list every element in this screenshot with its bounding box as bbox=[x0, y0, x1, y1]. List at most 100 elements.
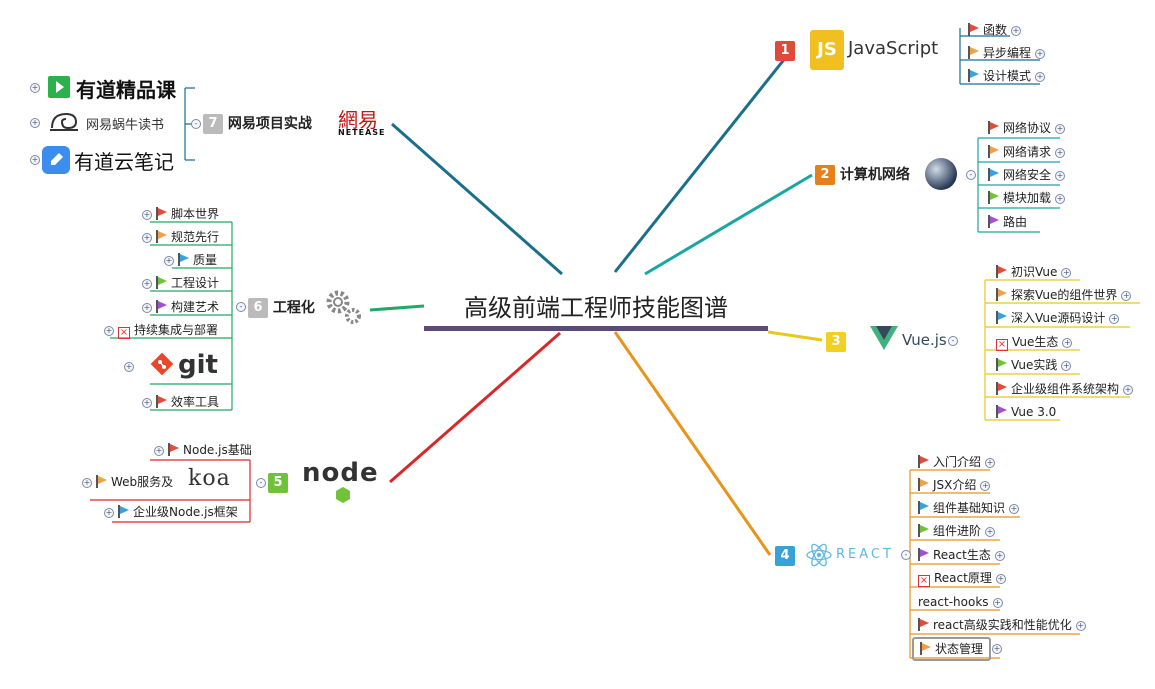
expand-icon[interactable]: + bbox=[142, 210, 152, 220]
net-item-1[interactable]: 网络请求+ bbox=[988, 142, 1069, 162]
expand-icon[interactable]: + bbox=[1055, 124, 1066, 134]
expand-icon[interactable]: + bbox=[1075, 621, 1086, 631]
expand-icon[interactable]: + bbox=[1055, 148, 1066, 158]
expand-icon[interactable]: + bbox=[154, 446, 164, 456]
node-item-2[interactable]: +企业级Node.js框架 bbox=[104, 505, 238, 519]
central-topic[interactable]: 高级前端工程师技能图谱 bbox=[424, 280, 768, 332]
expand-icon[interactable]: + bbox=[1121, 291, 1132, 301]
collapse-icon[interactable]: - bbox=[256, 478, 266, 488]
expand-icon[interactable]: + bbox=[142, 279, 152, 289]
git-logo-icon bbox=[150, 352, 174, 376]
expand-icon[interactable]: + bbox=[994, 551, 1005, 561]
react-item-0[interactable]: 入门介绍+ bbox=[918, 452, 999, 472]
branch-vue[interactable]: 3 bbox=[826, 331, 846, 352]
expand-icon[interactable]: + bbox=[985, 527, 996, 537]
expand-icon[interactable]: + bbox=[985, 458, 996, 468]
js-item-2[interactable]: 设计模式+ bbox=[968, 66, 1049, 86]
branch-js[interactable]: 1 bbox=[775, 40, 795, 61]
react-item-8[interactable]: 状态管理 bbox=[912, 637, 992, 661]
orange-flag-icon bbox=[156, 230, 168, 243]
vue-item-5[interactable]: 企业级组件系统架构+ bbox=[996, 379, 1137, 399]
blue-flag-icon bbox=[918, 501, 930, 514]
vue-item-0[interactable]: 初识Vue+ bbox=[996, 262, 1075, 282]
expand-icon[interactable]: + bbox=[1062, 338, 1073, 348]
expand-icon[interactable]: + bbox=[980, 481, 991, 491]
node-item-1[interactable]: +Web服务及 bbox=[82, 475, 174, 489]
vue-item-2[interactable]: 深入Vue源码设计+ bbox=[996, 308, 1123, 328]
net-item-3[interactable]: 模块加载+ bbox=[988, 188, 1069, 208]
react-item-1[interactable]: JSX介绍+ bbox=[918, 475, 994, 495]
branch-node[interactable]: 5 bbox=[268, 472, 288, 493]
expand-icon[interactable]: + bbox=[30, 83, 40, 93]
net-item-4[interactable]: 路由 bbox=[988, 212, 1027, 232]
collapse-icon[interactable]: - bbox=[191, 119, 201, 129]
collapse-icon[interactable]: - bbox=[948, 336, 958, 346]
expand-icon[interactable]: + bbox=[995, 574, 1006, 584]
expand-icon[interactable]: + bbox=[142, 398, 152, 408]
js-item-1[interactable]: 异步编程+ bbox=[968, 43, 1049, 63]
expand-icon[interactable]: + bbox=[992, 644, 1002, 654]
blue-flag-icon bbox=[118, 505, 130, 518]
netease-item-1: 网易蜗牛读书 bbox=[86, 118, 165, 133]
expand-icon[interactable]: + bbox=[164, 256, 174, 266]
node-item-0[interactable]: +Node.js基础 bbox=[154, 443, 252, 457]
red-flag-icon bbox=[156, 207, 168, 220]
red-flag-icon bbox=[918, 455, 930, 468]
eng-item-4[interactable]: +构建艺术 bbox=[142, 300, 220, 314]
react-item-5[interactable]: ×React原理+ bbox=[918, 571, 1006, 587]
expand-icon[interactable]: + bbox=[1035, 49, 1046, 59]
react-item-7[interactable]: react高级实践和性能优化+ bbox=[918, 615, 1090, 635]
collapse-icon[interactable]: - bbox=[236, 302, 246, 312]
vue-item-4[interactable]: Vue实践+ bbox=[996, 355, 1075, 375]
vue-item-6[interactable]: Vue 3.0 bbox=[996, 402, 1056, 422]
expand-icon[interactable]: + bbox=[1055, 194, 1066, 204]
branch-net[interactable]: 2 计算机网络 bbox=[815, 163, 910, 187]
expand-icon[interactable]: + bbox=[1009, 504, 1020, 514]
react-item-6[interactable]: react-hooks+ bbox=[918, 595, 1003, 609]
expand-icon[interactable]: + bbox=[82, 478, 92, 488]
collapse-icon[interactable]: - bbox=[901, 550, 911, 560]
expand-icon[interactable]: + bbox=[1011, 26, 1022, 36]
red-flag-icon bbox=[988, 121, 1000, 134]
eng-item-3[interactable]: +工程设计 bbox=[142, 276, 220, 290]
js-item-0[interactable]: 函数+ bbox=[968, 20, 1025, 40]
expand-icon[interactable]: + bbox=[1123, 385, 1134, 395]
branch-line-eng bbox=[369, 304, 425, 312]
eng-item-7[interactable]: +效率工具 bbox=[142, 395, 220, 409]
react-item-2[interactable]: 组件基础知识+ bbox=[918, 498, 1023, 518]
eng-item-5[interactable]: +×持续集成与部署 bbox=[104, 323, 219, 339]
netease-logo-subtext: NETEASE bbox=[338, 128, 386, 137]
eng-item-0[interactable]: +脚本世界 bbox=[142, 207, 220, 221]
branch-number: 7 bbox=[203, 114, 223, 134]
expand-icon[interactable]: + bbox=[142, 233, 152, 243]
expand-icon[interactable]: + bbox=[1109, 314, 1120, 324]
expand-icon[interactable]: + bbox=[124, 362, 134, 372]
net-item-0[interactable]: 网络协议+ bbox=[988, 118, 1069, 138]
react-item-4[interactable]: React生态+ bbox=[918, 545, 1009, 565]
gears-icon bbox=[324, 288, 364, 326]
vue-item-1[interactable]: 探索Vue的组件世界+ bbox=[996, 285, 1135, 305]
expand-icon[interactable]: + bbox=[992, 598, 1003, 608]
vue-item-3[interactable]: ×Vue生态+ bbox=[996, 335, 1073, 351]
branch-react[interactable]: 4 bbox=[775, 545, 795, 566]
eng-item-1[interactable]: +规范先行 bbox=[142, 230, 220, 244]
expand-icon[interactable]: + bbox=[1061, 361, 1072, 371]
net-item-2[interactable]: 网络安全+ bbox=[988, 165, 1069, 185]
koa-logo-text: koa bbox=[188, 466, 231, 491]
react-item-3[interactable]: 组件进阶+ bbox=[918, 521, 999, 541]
expand-icon[interactable]: + bbox=[1061, 268, 1072, 278]
expand-icon[interactable]: + bbox=[1055, 171, 1066, 181]
expand-icon[interactable]: + bbox=[30, 155, 40, 165]
eng-item-6[interactable]: + bbox=[120, 356, 138, 376]
expand-icon[interactable]: + bbox=[142, 303, 152, 313]
purple-flag-icon bbox=[156, 300, 168, 313]
eng-item-2[interactable]: +质量 bbox=[164, 253, 218, 267]
expand-icon[interactable]: + bbox=[30, 118, 40, 128]
branch-line-vue bbox=[767, 330, 823, 342]
branch-netease[interactable]: 7 网易项目实战 bbox=[203, 112, 312, 136]
expand-icon[interactable]: + bbox=[1035, 72, 1046, 82]
expand-icon[interactable]: + bbox=[104, 326, 114, 336]
branch-eng[interactable]: 6 工程化 bbox=[248, 296, 315, 320]
collapse-icon[interactable]: - bbox=[966, 170, 976, 180]
expand-icon[interactable]: + bbox=[104, 508, 114, 518]
